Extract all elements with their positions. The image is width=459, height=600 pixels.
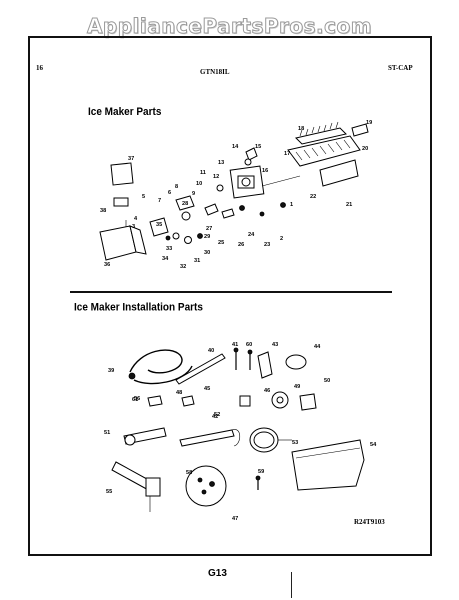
ice-maker-assembly bbox=[99, 121, 369, 261]
callout-36: 36 bbox=[104, 262, 110, 268]
callout-46: 46 bbox=[264, 388, 270, 394]
callout-26: 26 bbox=[238, 242, 244, 248]
callout-1: 1 bbox=[290, 202, 293, 208]
callout-45: 45 bbox=[204, 386, 210, 392]
callout-55: 55 bbox=[106, 489, 112, 495]
callout-14: 14 bbox=[232, 144, 239, 150]
footer-code: R24T9103 bbox=[354, 518, 385, 526]
callout-58: 58 bbox=[186, 470, 192, 476]
callout-19: 19 bbox=[366, 120, 372, 126]
callout-47: 47 bbox=[232, 516, 238, 522]
callout-35: 35 bbox=[156, 222, 162, 228]
callout-42: 42 bbox=[212, 414, 218, 420]
callout-44: 44 bbox=[314, 344, 321, 350]
callout-8: 8 bbox=[175, 184, 178, 190]
callout-2: 2 bbox=[280, 236, 283, 242]
callout-5: 5 bbox=[142, 194, 145, 200]
callout-50: 50 bbox=[324, 378, 330, 384]
callout-31: 31 bbox=[194, 258, 200, 264]
callout-51: 51 bbox=[104, 430, 110, 436]
callout-59: 59 bbox=[258, 469, 264, 475]
callout-25: 25 bbox=[218, 240, 224, 246]
callout-41: 41 bbox=[232, 342, 238, 348]
callout-37: 37 bbox=[128, 156, 134, 162]
callout-24: 24 bbox=[248, 232, 255, 238]
callout-53: 53 bbox=[292, 440, 298, 446]
callout-49: 49 bbox=[294, 384, 300, 390]
header-left: 16 bbox=[36, 64, 43, 72]
callout-11: 11 bbox=[200, 170, 206, 176]
watermark: AppliancePartsPros.com bbox=[86, 14, 373, 39]
callout-27: 27 bbox=[206, 226, 212, 232]
callout-22: 22 bbox=[310, 194, 316, 200]
section-divider bbox=[70, 291, 392, 293]
callout-38: 38 bbox=[100, 208, 106, 214]
callout-39: 39 bbox=[108, 368, 114, 374]
callout-56: 56 bbox=[134, 396, 140, 402]
callout-12: 12 bbox=[213, 174, 219, 180]
callout-32: 32 bbox=[180, 264, 186, 270]
callout-23: 23 bbox=[264, 242, 270, 248]
callout-52: 52 bbox=[214, 412, 220, 418]
callout-9: 9 bbox=[192, 191, 195, 197]
callout-48: 48 bbox=[176, 390, 182, 396]
callout-13: 13 bbox=[218, 160, 224, 166]
callout-7: 7 bbox=[158, 198, 161, 204]
callout-54: 54 bbox=[370, 442, 377, 448]
page-frame bbox=[28, 36, 432, 556]
header-model: GTN18IL bbox=[200, 68, 230, 76]
binding-tick bbox=[291, 572, 292, 598]
callout-34: 34 bbox=[162, 256, 169, 262]
callout-6: 6 bbox=[168, 190, 171, 196]
callout-15: 15 bbox=[255, 144, 261, 150]
callout-29: 29 bbox=[204, 234, 210, 240]
section1-callout-labels: 37 38 36 35 34 33 32 31 30 29 28 27 26 2… bbox=[100, 120, 372, 270]
callout-18: 18 bbox=[298, 126, 304, 132]
callout-40: 40 bbox=[208, 348, 214, 354]
callout-4: 4 bbox=[134, 216, 138, 222]
installation-parts bbox=[111, 347, 365, 512]
callout-61: 61 bbox=[132, 397, 138, 403]
callout-43: 43 bbox=[272, 342, 278, 348]
callout-30: 30 bbox=[204, 250, 210, 256]
callout-20: 20 bbox=[362, 146, 368, 152]
callout-3: 3 bbox=[132, 224, 135, 230]
section-title-installation-parts: Ice Maker Installation Parts bbox=[74, 301, 203, 314]
callout-17: 17 bbox=[284, 151, 290, 157]
callout-10: 10 bbox=[196, 181, 202, 187]
section-title-ice-maker-parts: Ice Maker Parts bbox=[88, 106, 162, 119]
callout-28: 28 bbox=[182, 201, 188, 207]
callout-16: 16 bbox=[262, 168, 268, 174]
section2-callout-labels: 39 40 41 42 43 44 45 46 47 48 49 50 51 5… bbox=[104, 342, 377, 522]
callout-21: 21 bbox=[346, 202, 352, 208]
callout-60: 60 bbox=[246, 342, 252, 348]
header-right: ST-CAP bbox=[388, 64, 413, 72]
callout-33: 33 bbox=[166, 246, 172, 252]
page-number: G13 bbox=[208, 568, 227, 579]
